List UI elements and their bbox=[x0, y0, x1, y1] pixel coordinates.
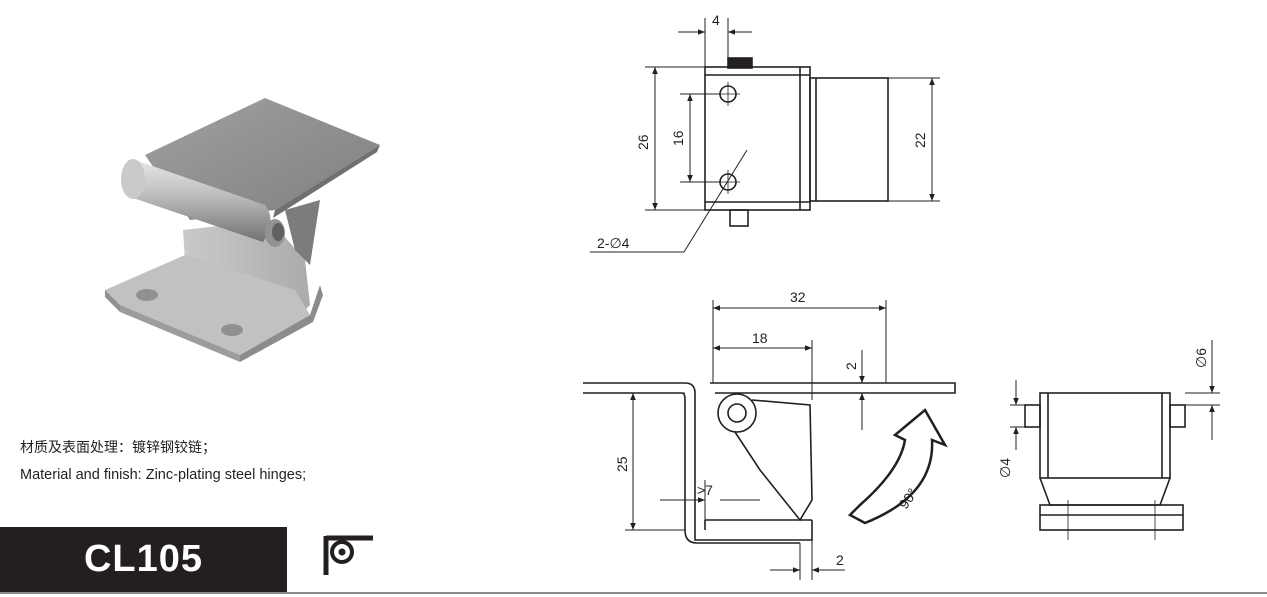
hinge-product-render bbox=[105, 98, 380, 362]
dim-hole-spacing: 16 bbox=[670, 130, 686, 146]
dim-height-overall: 26 bbox=[635, 134, 651, 150]
dim-leaf-height: 22 bbox=[912, 132, 928, 148]
dim-depth: 25 bbox=[614, 456, 630, 472]
material-description-cn: 材质及表面处理：镀锌钢铰链； bbox=[20, 440, 216, 456]
dim-pin-diameter: ∅6 bbox=[1193, 348, 1209, 368]
dim-length-overall: 32 bbox=[790, 289, 806, 305]
dim-bottom-thickness: 2 bbox=[836, 552, 844, 568]
dim-clearance: >7 bbox=[697, 482, 713, 498]
end-view bbox=[1010, 340, 1220, 540]
dim-holes: 2-∅4 bbox=[597, 235, 630, 251]
hinge-symbol-icon bbox=[323, 535, 373, 575]
model-number: CL105 bbox=[83, 538, 204, 580]
model-badge: CL105 bbox=[0, 527, 287, 592]
dim-pin-offset: 4 bbox=[712, 12, 720, 28]
side-view bbox=[583, 300, 956, 580]
dim-thickness: 2 bbox=[843, 362, 859, 370]
dim-barrel-diameter: ∅4 bbox=[997, 458, 1013, 478]
material-description-en: Material and finish: Zinc-plating steel … bbox=[20, 467, 307, 483]
top-view bbox=[590, 18, 940, 253]
bottom-divider bbox=[0, 592, 1267, 594]
dim-pivot-offset: 18 bbox=[752, 330, 768, 346]
